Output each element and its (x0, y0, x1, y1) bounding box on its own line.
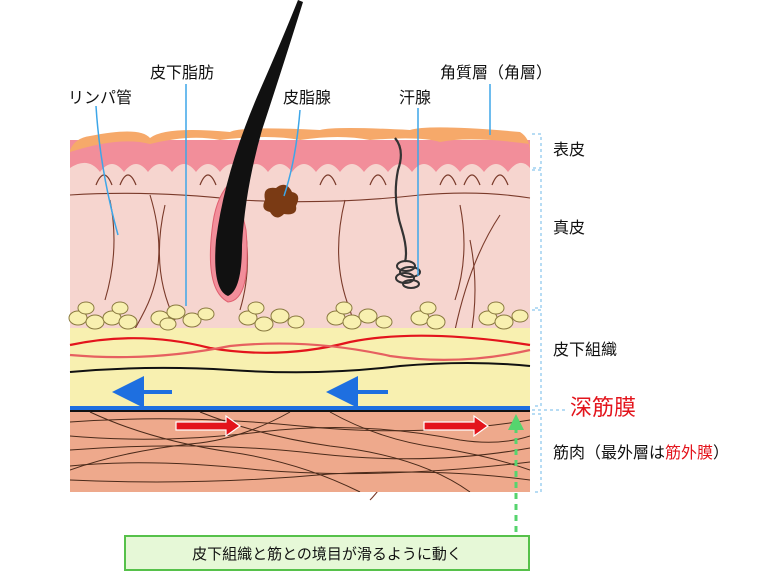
subcutaneous-tissue-layer (70, 328, 530, 406)
label-leader-lines (95, 84, 491, 306)
label-subcutaneous-fat: 皮下脂肪 (150, 63, 215, 82)
arrow-right-icon (175, 414, 242, 438)
subcutaneous-blood-vessels (69, 334, 531, 361)
epidermis-layer (70, 140, 530, 172)
label-lymph-vessel: リンパ管 (68, 88, 133, 107)
label-epimysium: 筋外膜 (665, 443, 714, 462)
dermis-layer (70, 160, 530, 335)
label-epidermis: 表皮 (553, 140, 586, 159)
deep-fascia-line (70, 406, 530, 410)
label-sebaceous-gland: 皮脂腺 (283, 88, 332, 107)
fat-lobules (68, 301, 529, 332)
label-muscle-suffix: ） (713, 443, 730, 462)
label-muscle: 筋肉（最外層は筋外膜） (553, 445, 729, 461)
hair-shaft-icon (215, 0, 303, 296)
arrow-up-icon (508, 414, 524, 430)
label-dermis: 真皮 (553, 218, 586, 237)
label-stratum-corneum: 角質層（角層） (440, 63, 553, 82)
muscle-movement-arrows (175, 414, 490, 438)
subcutaneous-boundary (69, 362, 531, 374)
sweat-gland-coil (395, 260, 421, 289)
label-subcutaneous-tissue: 皮下組織 (553, 340, 618, 359)
label-deep-fascia: 深筋膜 (570, 396, 637, 421)
label-sweat-gland: 汗腺 (399, 88, 432, 107)
stratum-corneum-layer (70, 127, 530, 152)
caption-text: 皮下組織と筋との境目が滑るように動く (192, 544, 462, 563)
sebaceous-gland (263, 184, 299, 218)
arrow-right-icon (423, 414, 490, 438)
layer-brackets (532, 133, 568, 493)
caption-box: 皮下組織と筋との境目が滑るように動く (124, 535, 530, 571)
label-muscle-prefix: 筋肉（最外層は (553, 443, 666, 462)
sweat-gland-duct (394, 137, 408, 263)
boundary-indicator-arrow (508, 414, 524, 532)
